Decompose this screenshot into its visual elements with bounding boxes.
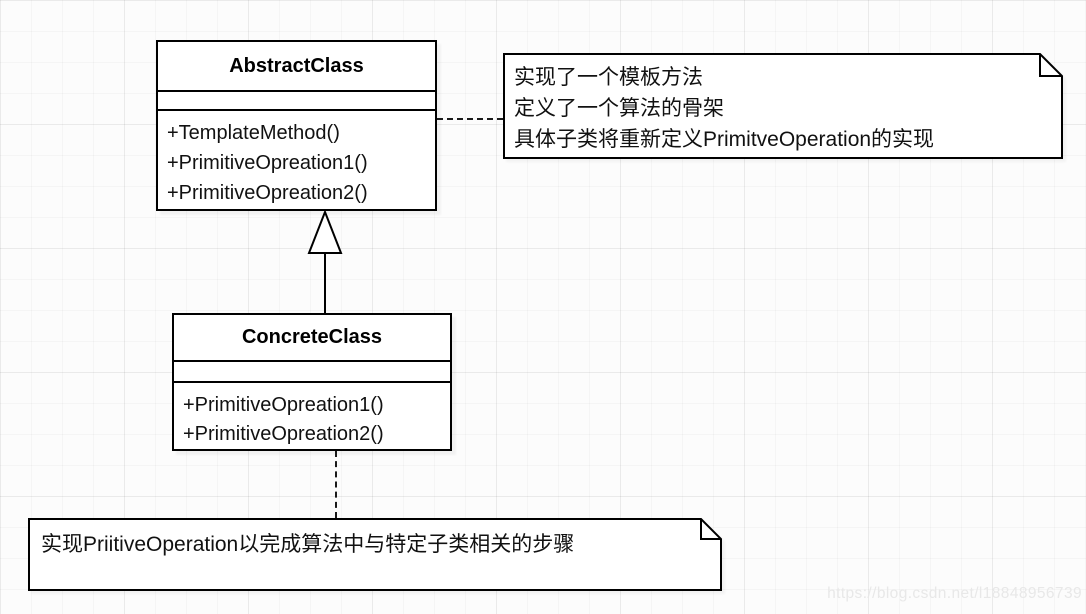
note-outline: [28, 518, 722, 591]
class-name: AbstractClass: [158, 42, 435, 92]
class-methods-compartment: +TemplateMethod() +PrimitiveOpreation1()…: [158, 111, 435, 209]
note-outline: [503, 53, 1063, 159]
inheritance-arrowhead-icon: [307, 210, 343, 254]
note-text: 实现PriitiveOperation以完成算法中与特定子类相关的步骤: [28, 518, 723, 560]
note-connector-abstractclass: [437, 118, 503, 120]
class-box-abstractclass: AbstractClass +TemplateMethod() +Primiti…: [156, 40, 437, 211]
inheritance-connector-line: [324, 253, 326, 314]
note-primitive-operation: 实现PriitiveOperation以完成算法中与特定子类相关的步骤: [28, 518, 723, 592]
class-name: ConcreteClass: [174, 315, 450, 362]
note-line: 具体子类将重新定义PrimitveOperation的实现: [514, 128, 935, 151]
note-line: 实现PriitiveOperation以完成算法中与特定子类相关的步骤: [41, 533, 575, 556]
note-line: 定义了一个算法的骨架: [514, 97, 724, 120]
csdn-watermark: https://blog.csdn.net/l18848956739: [827, 585, 1082, 602]
method-item: +PrimitiveOpreation1(): [167, 152, 368, 174]
note-text: 实现了一个模板方法 定义了一个算法的骨架 具体子类将重新定义PrimitveOp…: [503, 53, 1064, 155]
note-line: 实现了一个模板方法: [514, 66, 703, 89]
method-item: +PrimitiveOpreation2(): [183, 423, 384, 445]
class-box-concreteclass: ConcreteClass +PrimitiveOpreation1() +Pr…: [172, 313, 452, 451]
class-attributes-compartment: [174, 362, 450, 383]
class-methods-compartment: +PrimitiveOpreation1() +PrimitiveOpreati…: [174, 383, 450, 449]
note-fold-icon: [1039, 54, 1062, 77]
method-item: +PrimitiveOpreation1(): [183, 394, 384, 416]
note-connector-concreteclass: [335, 451, 337, 518]
class-attributes-compartment: [158, 92, 435, 111]
note-template-method: 实现了一个模板方法 定义了一个算法的骨架 具体子类将重新定义PrimitveOp…: [503, 53, 1064, 160]
method-item: +TemplateMethod(): [167, 122, 340, 144]
method-item: +PrimitiveOpreation2(): [167, 182, 368, 204]
note-fold-icon: [700, 519, 721, 540]
